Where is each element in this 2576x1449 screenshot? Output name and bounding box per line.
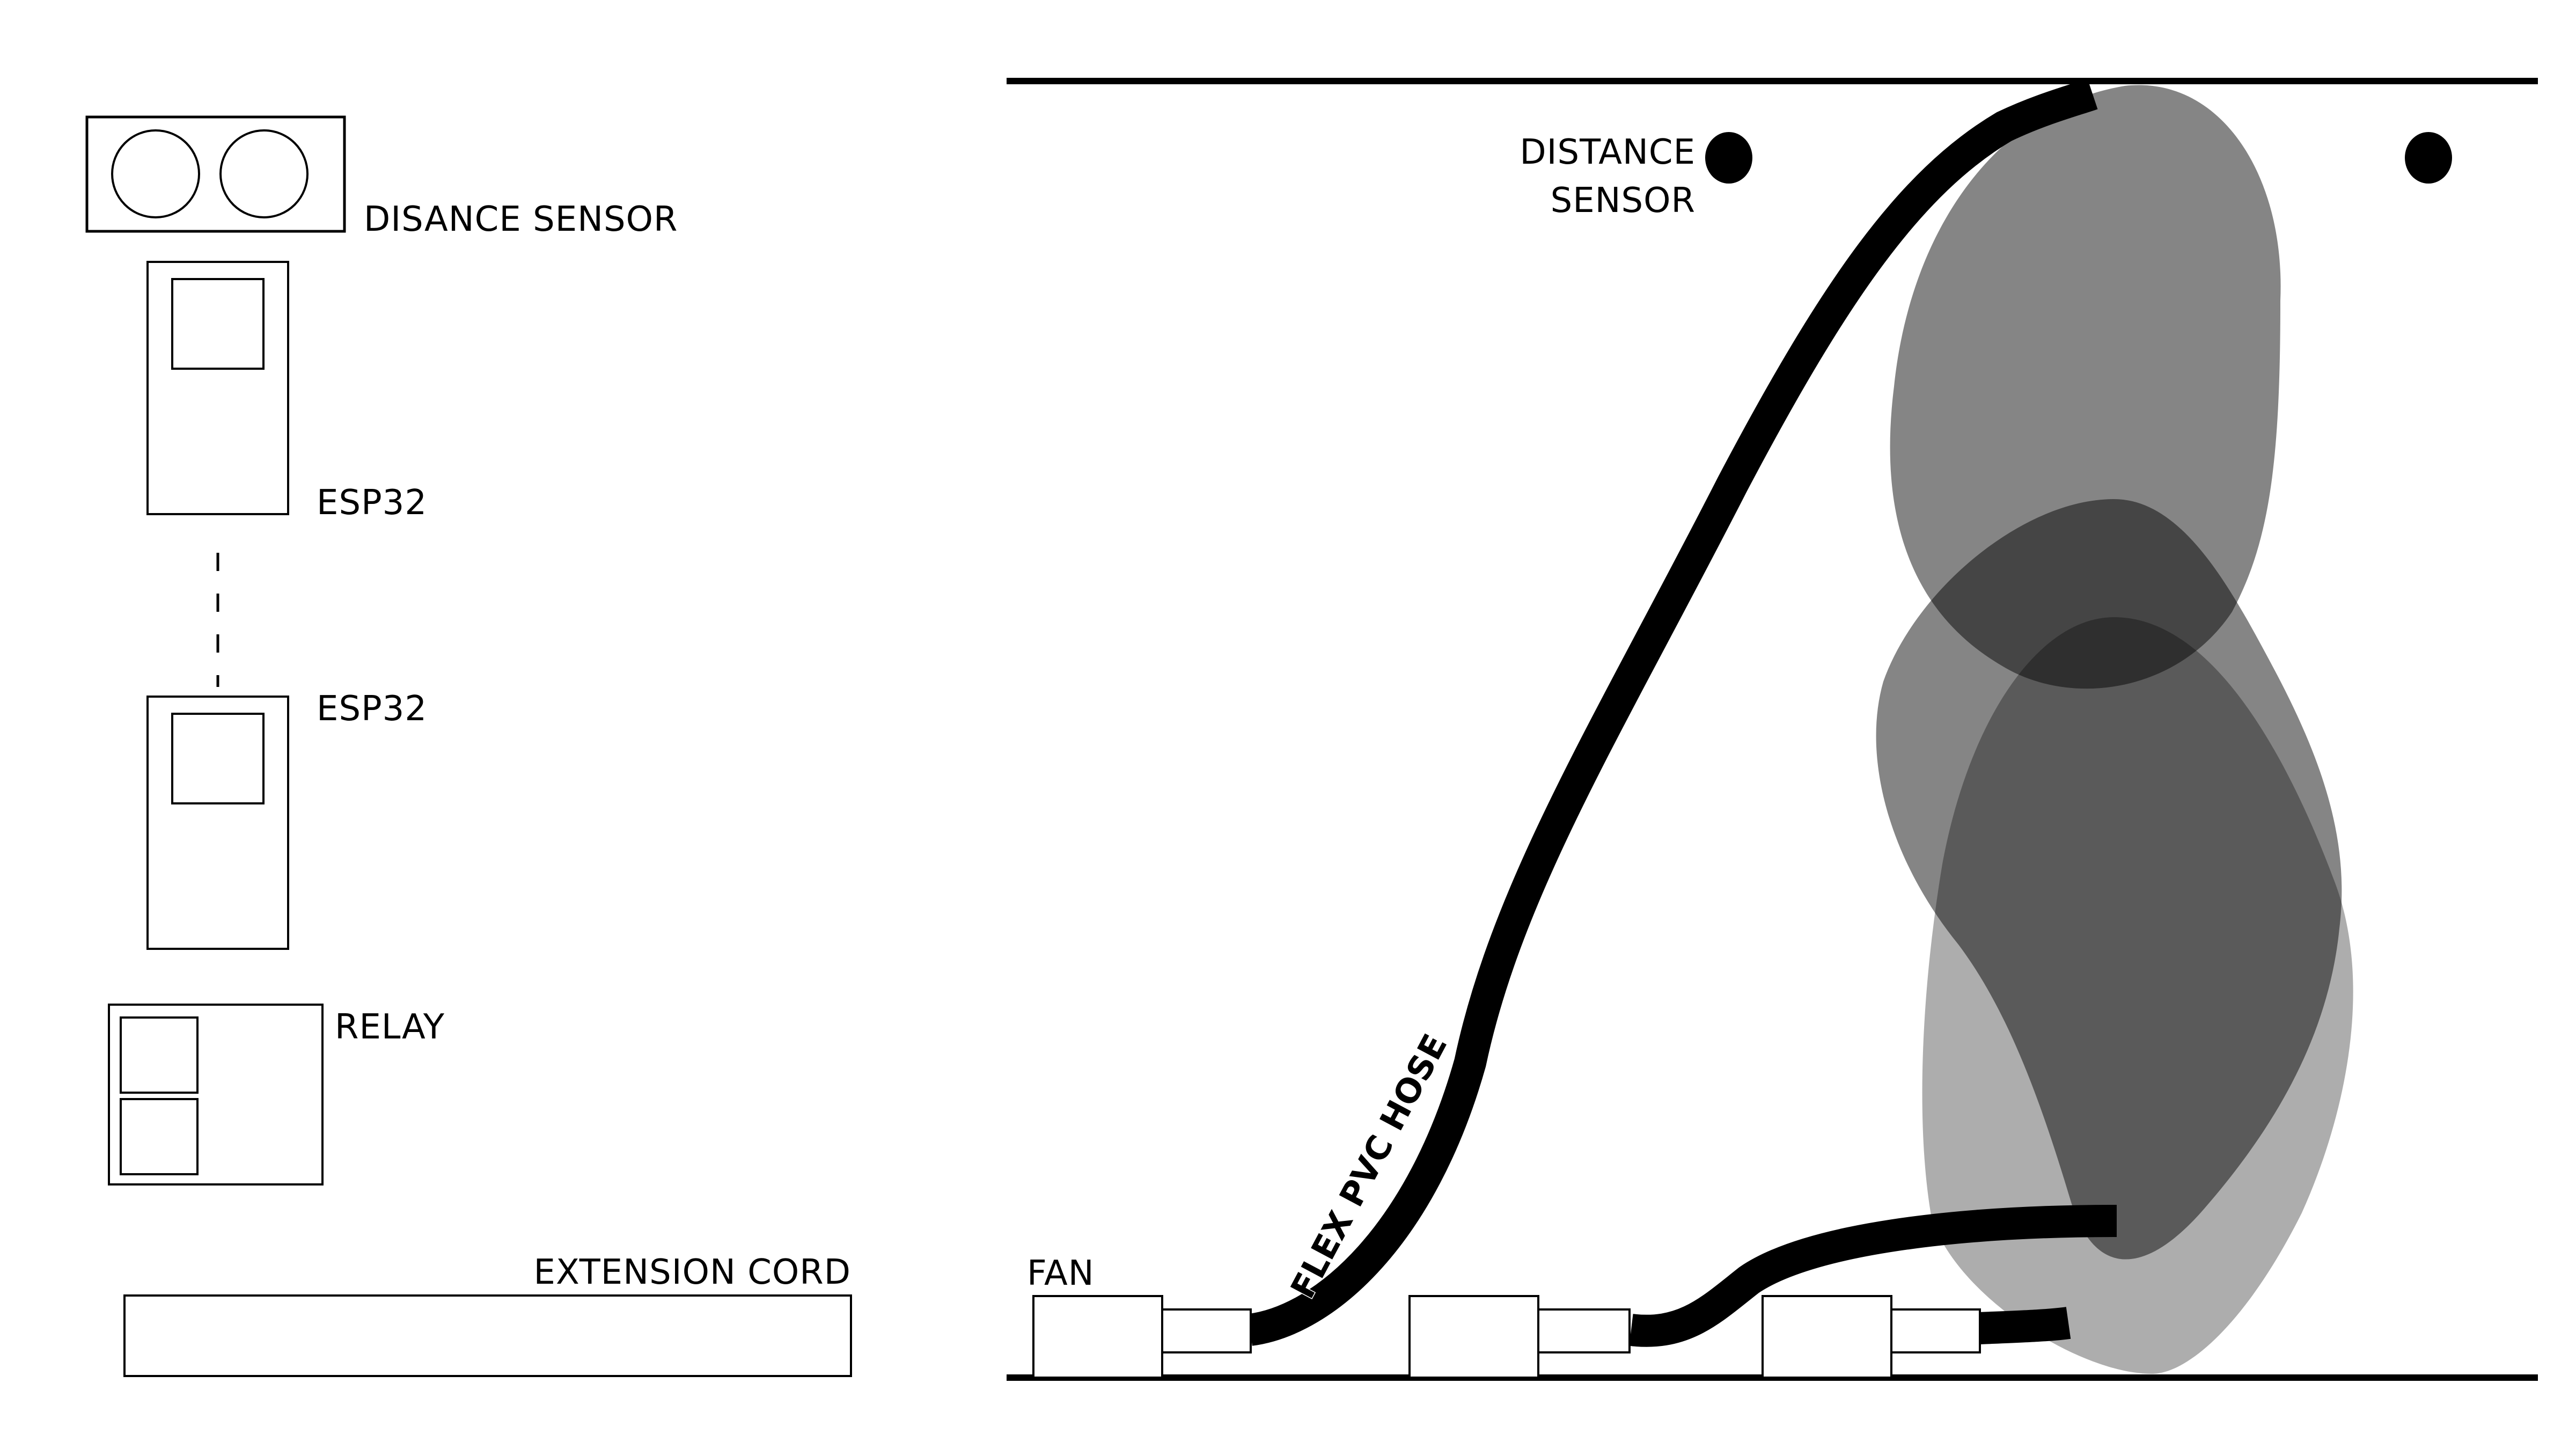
fan-unit-3 [1762,1295,1981,1379]
fan-2-nozzle [1537,1308,1631,1353]
distance-sensor-component: DISANCE SENSOR [85,115,678,239]
relay-label: RELAY [335,1007,445,1047]
flex-pvc-hose-long [1247,78,2098,1346]
distance-sensor-right-dot [2405,132,2452,184]
distance-sensor-right-transducer [219,129,309,218]
distance-sensor-scene-label-line1: DISTANCE [1520,133,1696,172]
distance-sensor-scene-label-line2: SENSOR [1551,181,1696,221]
distance-sensor-left-transducer [111,129,200,218]
flex-pvc-hose-short [1979,1307,2071,1344]
component-legend: DISANCE SENSOR ESP32 ESP32 RELAY EXTENSI… [85,115,852,1377]
fan-unit-2 [1408,1295,1631,1379]
fan-2-body [1408,1295,1539,1379]
relay-bottom-module [120,1098,199,1175]
esp32-top-chip [171,278,265,370]
distance-sensor-label: DISANCE SENSOR [364,200,678,239]
extension-cord-component: EXTENSION CORD [123,1253,852,1377]
fan-1-nozzle [1161,1308,1252,1353]
air-plume-lower [1922,617,2353,1374]
fan-3-body [1762,1295,1892,1379]
air-plume-upper [1890,85,2281,689]
fan-label: FAN [1027,1254,1095,1293]
esp32-bottom-component: ESP32 [146,689,427,950]
esp32-bottom-label: ESP32 [317,689,427,729]
installation-scene: DISTANCE SENSOR FLEX PVC HOSE FAN [1007,78,2538,1381]
relay-component: RELAY [108,1004,445,1185]
fan-unit-1 [1032,1295,1252,1379]
esp32-bottom-chip [171,713,265,804]
air-plume-middle [1876,499,2342,1260]
flex-pvc-hose-middle [1629,1205,2117,1347]
extension-cord-strip [123,1294,852,1377]
distance-sensor-left-dot [1705,132,1752,184]
extension-cord-label: EXTENSION CORD [534,1253,851,1292]
esp32-top-label: ESP32 [317,483,427,523]
fan-1-body [1032,1295,1163,1379]
air-plumes [1876,85,2353,1374]
esp32-top-component: ESP32 [146,261,427,523]
fan-3-nozzle [1890,1308,1981,1353]
relay-top-module [120,1016,199,1094]
